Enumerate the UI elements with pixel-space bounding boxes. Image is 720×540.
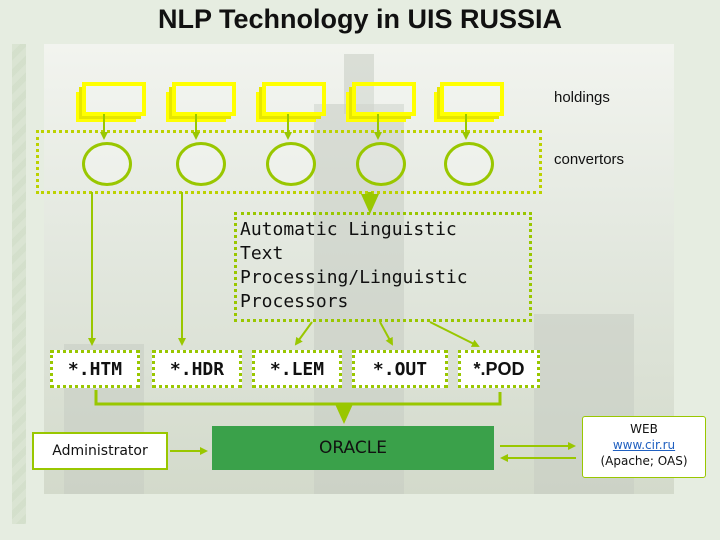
convertors-frame xyxy=(36,130,542,194)
web-box: WEB www.cir.ru (Apache; OAS) xyxy=(582,416,706,478)
file-hdr: *.HDR xyxy=(152,350,242,388)
holding-icon-5 xyxy=(440,82,504,116)
linguistic-processor-text: Automatic Linguistic Text Processing/Lin… xyxy=(240,218,530,314)
holding-icon-3 xyxy=(262,82,326,116)
convertor-icon-3 xyxy=(266,142,316,186)
holding-icon-1 xyxy=(82,82,146,116)
convertor-icon-1 xyxy=(82,142,132,186)
file-pod: *.POD xyxy=(458,350,540,388)
linguistic-processor-box xyxy=(234,212,532,322)
web-server-label: (Apache; OAS) xyxy=(600,454,688,468)
file-htm: *.HTM xyxy=(50,350,140,388)
processor-line-4: Processors xyxy=(240,291,349,312)
convertors-label: convertors xyxy=(554,151,625,168)
holding-icon-4 xyxy=(352,82,416,116)
web-label: WEB xyxy=(630,422,658,436)
file-out: *.OUT xyxy=(352,350,448,388)
convertor-icon-2 xyxy=(176,142,226,186)
file-lem: *.LEM xyxy=(252,350,342,388)
administrator-box: Administrator xyxy=(32,432,168,470)
holdings-label: holdings xyxy=(554,89,610,106)
oracle-box: ORACLE xyxy=(212,426,494,470)
convertor-icon-5 xyxy=(444,142,494,186)
decorative-side-band xyxy=(12,44,26,524)
holding-icon-2 xyxy=(172,82,236,116)
page-title: NLP Technology in UIS RUSSIA xyxy=(157,4,563,34)
processor-line-3: Processing/Linguistic xyxy=(240,267,468,288)
processor-line-1: Automatic Linguistic xyxy=(240,219,457,240)
convertor-icon-4 xyxy=(356,142,406,186)
processor-line-2: Text xyxy=(240,243,284,264)
web-url-link[interactable]: www.cir.ru xyxy=(612,438,676,452)
